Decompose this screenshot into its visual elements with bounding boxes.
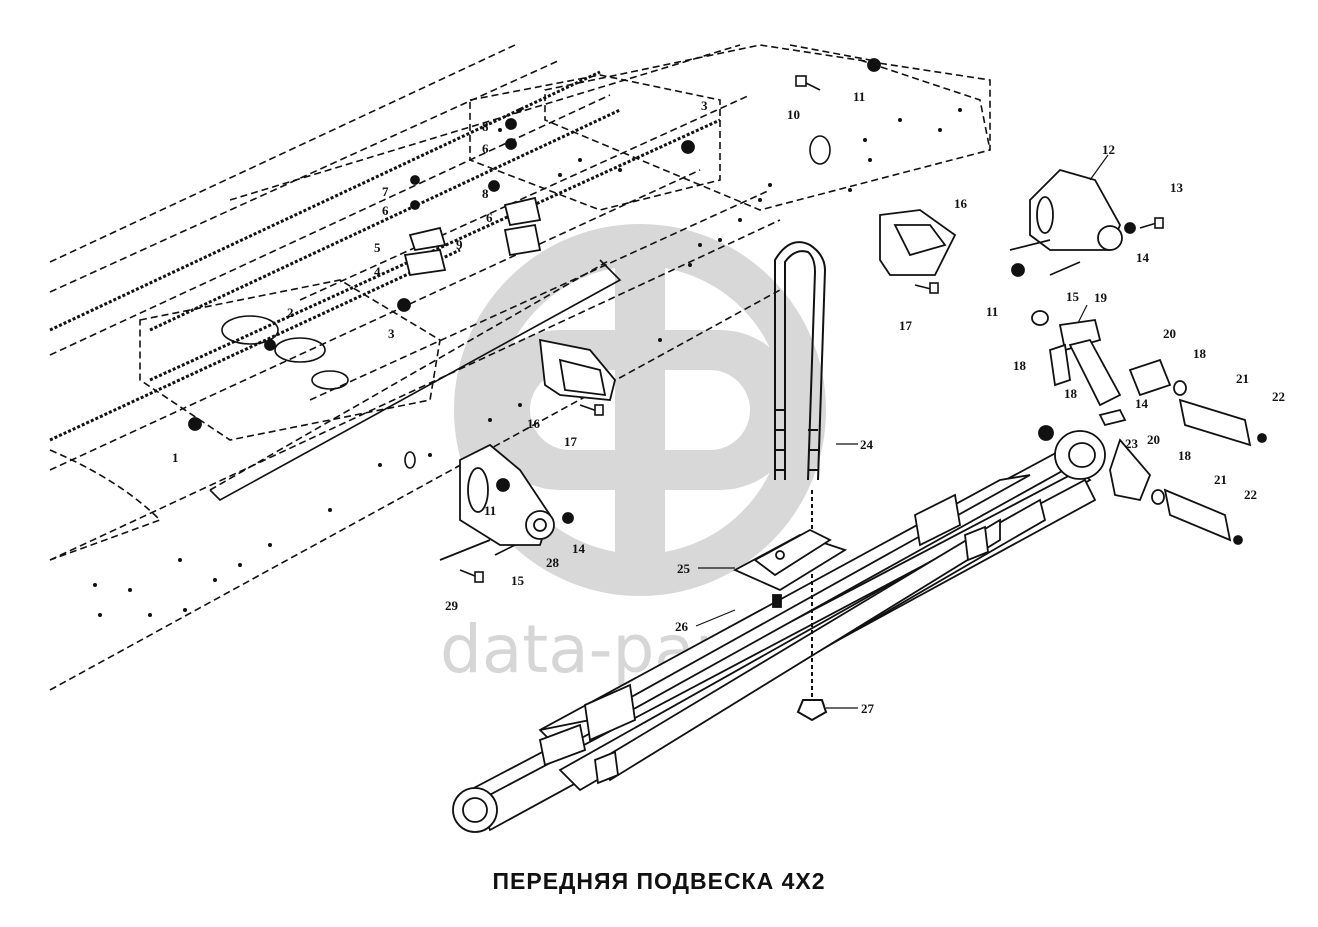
callout-11: 11: [853, 89, 865, 104]
callout-22: 22: [1244, 487, 1257, 502]
callout-8: 8: [482, 119, 489, 134]
callout-14: 14: [1135, 396, 1149, 411]
callout-18: 18: [1013, 358, 1027, 373]
callout-16: 16: [954, 196, 968, 211]
callout-26: 26: [675, 619, 689, 634]
callout-16: 16: [527, 416, 541, 431]
callout-1: 1: [172, 450, 179, 465]
callout-11: 11: [986, 304, 998, 319]
callout-20: 20: [1147, 432, 1160, 447]
dp-logo-icon: [454, 224, 826, 596]
callout-9: 9: [456, 237, 463, 252]
callout-3: 3: [701, 98, 708, 113]
callout-15: 15: [511, 573, 525, 588]
callout-20: 20: [1163, 326, 1176, 341]
stop-blocks: [188, 58, 1136, 524]
leaf-spring: [452, 430, 1106, 833]
callout-21: 21: [1214, 472, 1227, 487]
callout-28: 28: [546, 555, 560, 570]
callout-23: 23: [1125, 436, 1139, 451]
callout-5: 5: [374, 240, 381, 255]
callout-13: 13: [1170, 180, 1184, 195]
callout-25: 25: [677, 561, 691, 576]
callout-27: 27: [861, 701, 875, 716]
callout-11: 11: [484, 503, 496, 518]
callout-18: 18: [1178, 448, 1192, 463]
callout-4: 4: [374, 264, 381, 279]
spring-pad: [732, 528, 848, 608]
u-bolt: [774, 241, 828, 722]
callout-29: 29: [445, 598, 459, 613]
callout-17: 17: [564, 434, 578, 449]
frame-rivets: [93, 108, 962, 617]
callout-15: 15: [1066, 289, 1080, 304]
front-hanger: [439, 443, 555, 561]
spring-brackets: [538, 209, 957, 401]
callout-21: 21: [1236, 371, 1249, 386]
callout-24: 24: [860, 437, 874, 452]
callout-12: 12: [1102, 142, 1115, 157]
callout-14: 14: [572, 541, 586, 556]
callout-6: 6: [482, 141, 489, 156]
callouts: 1 2 3 3 4 5 6 6 6 7 8 8 9 10 11 11 11 12…: [172, 89, 1285, 716]
callout-18: 18: [1064, 386, 1078, 401]
callout-2: 2: [287, 305, 294, 320]
callout-6: 6: [486, 210, 493, 225]
callout-8: 8: [482, 186, 489, 201]
leader-lines: [695, 154, 1109, 709]
callout-19: 19: [1094, 290, 1108, 305]
shackle-assembly: [1031, 310, 1267, 545]
callout-17: 17: [899, 318, 913, 333]
callout-7: 7: [382, 184, 389, 199]
callout-14: 14: [1136, 250, 1150, 265]
bolts: [459, 75, 1164, 583]
callout-18: 18: [1193, 346, 1207, 361]
callout-10: 10: [787, 107, 800, 122]
rear-hanger: [1009, 168, 1123, 251]
callout-6: 6: [382, 203, 389, 218]
callout-22: 22: [1272, 389, 1285, 404]
callout-3: 3: [388, 326, 395, 341]
frame-rails: [49, 44, 991, 691]
diagram-title: ПЕРЕДНЯЯ ПОДВЕСКА 4Х2: [492, 868, 826, 894]
